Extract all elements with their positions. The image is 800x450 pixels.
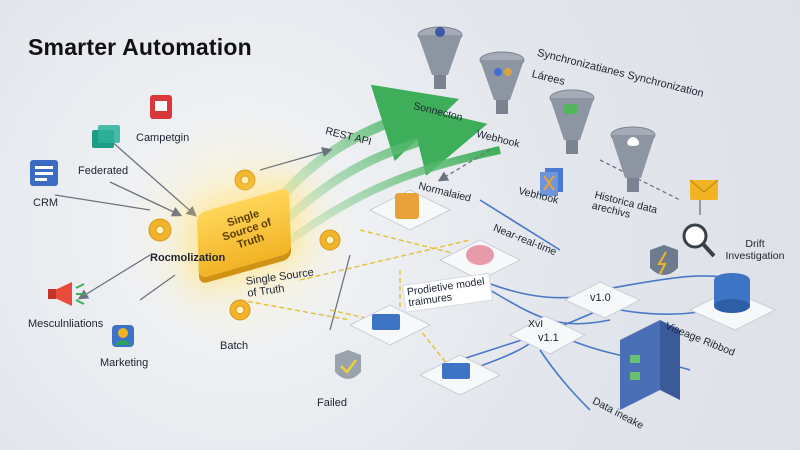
normalized-tile	[368, 189, 452, 231]
v11-label: v1.1	[538, 332, 559, 344]
drift-investigation-label: Drift Investigation	[725, 238, 785, 262]
funnel-3	[549, 89, 595, 154]
page-title: Smarter Automation	[28, 34, 252, 60]
funnel-4	[610, 126, 656, 192]
federated-label: Federated	[78, 165, 129, 177]
data-intake-rack	[620, 320, 680, 410]
gray-arrows	[54, 139, 701, 331]
campaign-label: Campetgin	[136, 132, 190, 144]
failed-label: Failed	[317, 397, 347, 409]
xml-label: XvI	[528, 318, 544, 330]
green-flow-ribbons	[266, 84, 501, 244]
funnel-2	[479, 51, 525, 114]
marketing-label: Marketing	[100, 357, 149, 369]
v10-tile	[563, 281, 642, 319]
rocmolization-label: Rocmolization	[150, 252, 226, 264]
v11-tile	[508, 315, 587, 355]
funnel-1	[417, 26, 463, 89]
batch-label: Batch	[220, 340, 249, 352]
server-tile-1	[348, 304, 432, 346]
server-tile-2	[418, 354, 502, 396]
v10-label: v1.0	[590, 292, 611, 304]
database-tile	[688, 273, 777, 331]
crm-label: CRM	[33, 197, 59, 209]
brain-tile	[438, 239, 522, 281]
mesculations-label: Mesculnliations	[28, 318, 104, 330]
